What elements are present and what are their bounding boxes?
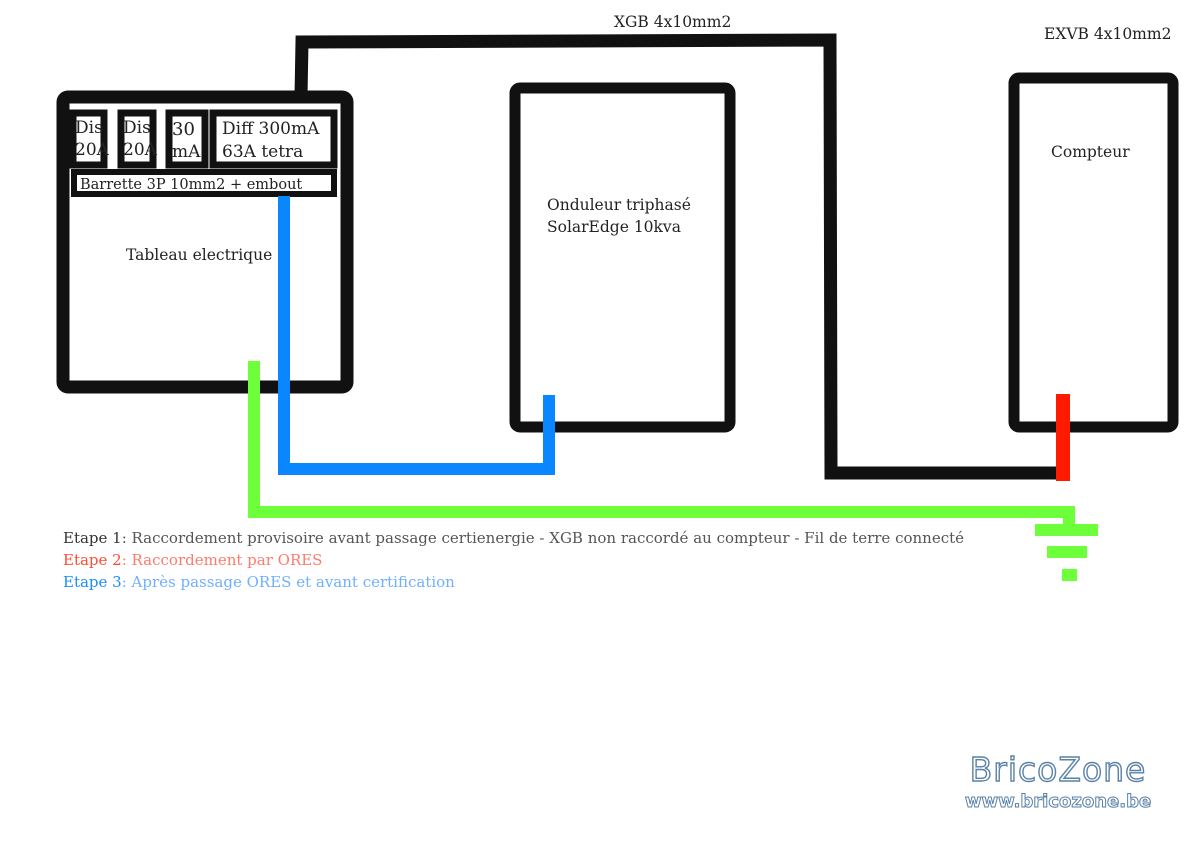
- legend-etape-2: Etape 2: Raccordement par ORES: [63, 549, 964, 571]
- legend-etape-1-text: : Raccordement provisoire avant passage …: [121, 529, 965, 547]
- breaker-2-line2: 20A: [123, 140, 158, 160]
- legend: Etape 1: Raccordement provisoire avant p…: [63, 527, 964, 593]
- legend-etape-2-text: : Raccordement par ORES: [121, 551, 323, 569]
- breaker-box-1: [69, 109, 108, 169]
- legend-etape-1: Etape 1: Raccordement provisoire avant p…: [63, 527, 964, 549]
- onduleur-line2: SolarEdge 10kva: [547, 218, 681, 236]
- compteur-label: Compteur: [1051, 143, 1130, 161]
- breaker-3-line1: 30: [172, 119, 195, 140]
- brand-url: www.bricozone.be: [964, 791, 1152, 813]
- etape2-red-cable: [1056, 394, 1070, 481]
- breaker-1-line2: 20A: [75, 140, 110, 160]
- barrette-label: Barrette 3P 10mm2 + embout: [80, 177, 302, 193]
- bricozone-watermark: BricoZone www.bricozone.be: [963, 749, 1153, 813]
- breaker-2-line1: Dis: [123, 118, 151, 138]
- diff-line1: Diff 300mA: [222, 119, 320, 139]
- compteur-box: [1008, 72, 1179, 433]
- diff-breaker-box: [209, 109, 338, 169]
- breaker-box-2: [117, 109, 157, 169]
- exvb-cable-label: EXVB 4x10mm2: [1044, 25, 1171, 43]
- tableau-electrique-box: [56, 90, 354, 394]
- xgb-cable-label: XGB 4x10mm2: [614, 13, 731, 31]
- onduleur-line1: Onduleur triphasé: [547, 196, 691, 214]
- tableau-label: Tableau electrique: [126, 246, 272, 264]
- breaker-3-line2: mA: [172, 142, 201, 162]
- etape3-blue-cable: [278, 196, 555, 475]
- breaker-box-3: [165, 109, 209, 169]
- barrette-box: [71, 169, 337, 197]
- legend-etape-3-title: Etape 3: [63, 573, 122, 591]
- breaker-1-line1: Dis: [75, 118, 103, 138]
- brand-name: BricoZone: [969, 749, 1147, 789]
- etape1-green-earth-cable: [248, 361, 1075, 528]
- xgb-cable: [294, 33, 1062, 480]
- legend-etape-1-title: Etape 1: [63, 529, 122, 547]
- earth-ground-icon: [1035, 524, 1098, 581]
- legend-etape-3: Etape 3: Après passage ORES et avant cer…: [63, 571, 964, 593]
- onduleur-box: [509, 82, 736, 433]
- legend-etape-2-title: Etape 2: [63, 551, 122, 569]
- diff-line2: 63A tetra: [222, 142, 303, 162]
- legend-etape-3-text: : Après passage ORES et avant certificat…: [121, 573, 455, 591]
